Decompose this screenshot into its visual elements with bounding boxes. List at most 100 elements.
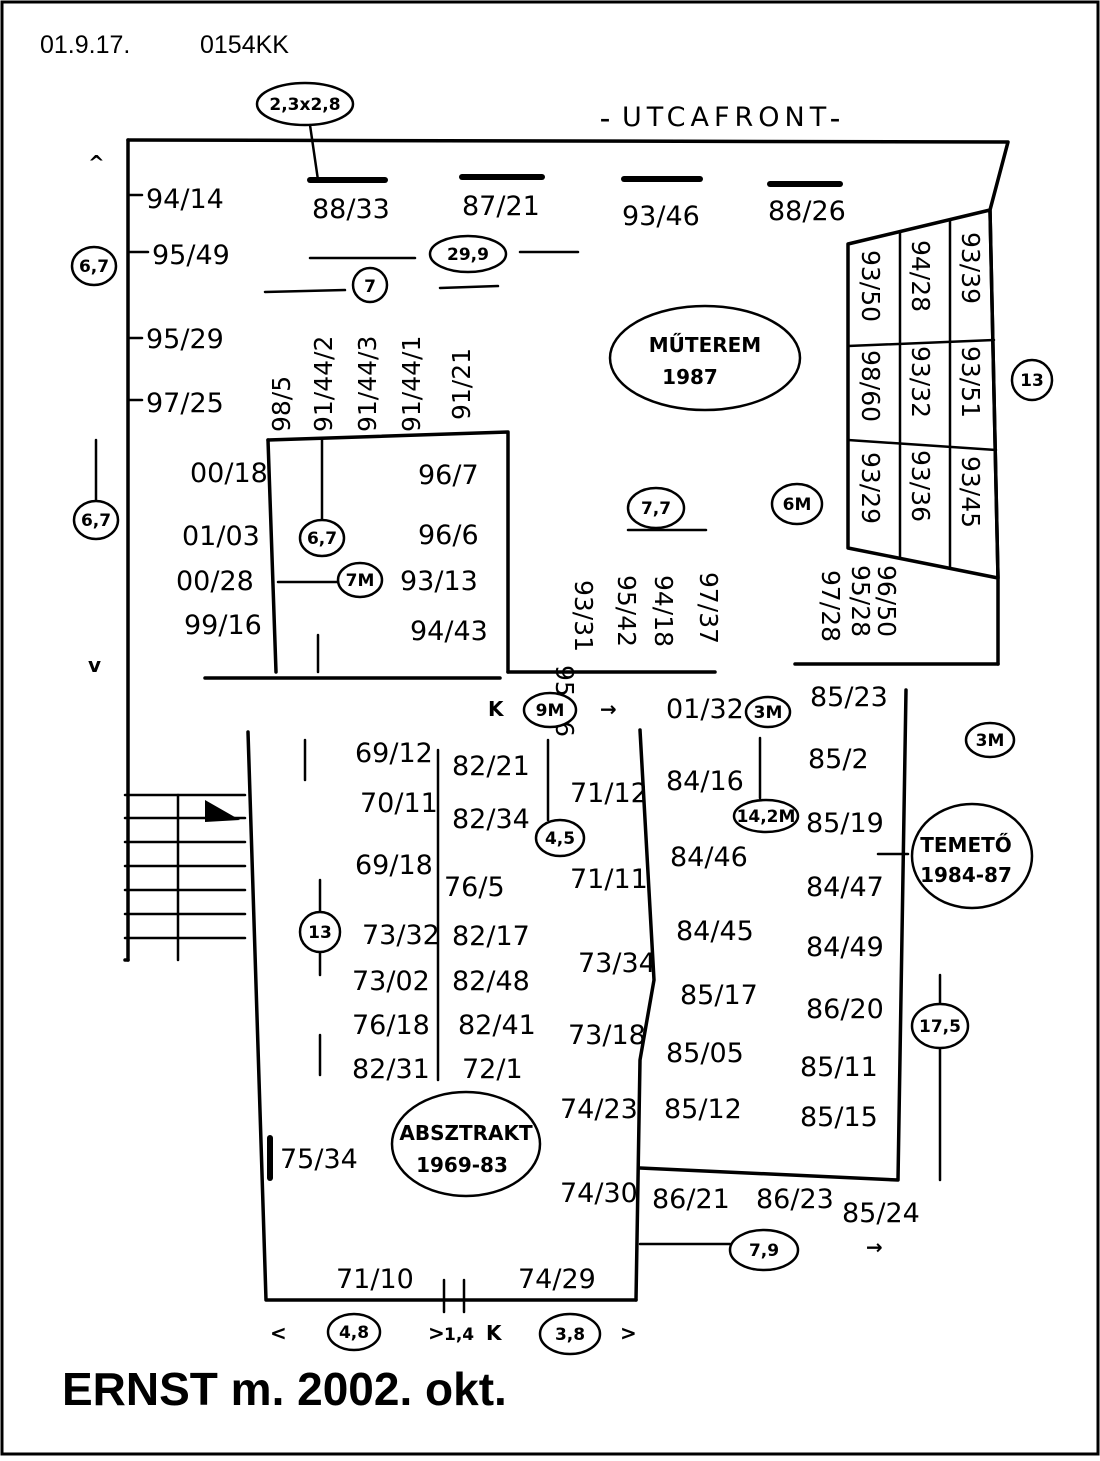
dim-7-label: 7: [364, 277, 376, 297]
dim-3m-circle-b: [964, 721, 1016, 759]
inner-left-label-4: 99/16: [184, 610, 262, 641]
abs-left-label-4: 73/32: [362, 920, 440, 951]
street-label-right-dash: –: [830, 107, 840, 131]
inner-top-label-2: 91/44/2: [309, 336, 338, 432]
absztrakt-years: 1969-83: [416, 1153, 508, 1177]
corridor-label-2: 93/31: [569, 580, 598, 652]
dim-circle-left-top: [70, 245, 118, 287]
dim-3m-circle-a: [744, 695, 792, 729]
dim-175-label: 17,5: [919, 1017, 961, 1037]
absztrakt-title: ABSZTRAKT: [399, 1121, 533, 1145]
front-window-label-1: 88/33: [312, 194, 390, 225]
right-grid-r1c3: 93/39: [956, 232, 985, 304]
dim-6m-label: 6M: [783, 495, 812, 515]
dim-9m-arrow-left: K: [488, 697, 505, 721]
front-window-label-4: 88/26: [768, 196, 846, 227]
dim-79-circle: [728, 1228, 800, 1272]
dim-7-line-left: [263, 288, 347, 294]
dim-79-arrow-right: →: [866, 1235, 883, 1259]
inner-top-label-3: 91/44/3: [353, 336, 382, 432]
left-wall-label-1: 94/14: [146, 184, 224, 215]
dim-175-circle: [910, 1002, 970, 1050]
inner-right-label-3: 93/13: [400, 566, 478, 597]
inner-room-left-wall: [266, 438, 278, 674]
abs-col3-label-4: 73/18: [568, 1020, 646, 1051]
abs-col4-label-4: 85/17: [680, 980, 758, 1011]
mid-label-2: 85/23: [810, 682, 888, 713]
inner-room-top-right-wall: [266, 430, 510, 674]
abs-left-label-1: 69/12: [355, 738, 433, 769]
dim-9m-label: 9M: [536, 701, 565, 721]
lower-middle-wall: [634, 728, 656, 1302]
abs-left-label-6: 76/18: [352, 1010, 430, 1041]
right-grid-row-1: [846, 338, 996, 348]
right-grid-r3c2: 93/36: [906, 450, 935, 522]
left-wall-label-4: 97/25: [146, 388, 224, 419]
right-grid-r1c2: 94/28: [906, 240, 935, 312]
dim-77-label: 7,7: [641, 499, 671, 519]
abs-col4-label-2: 84/46: [670, 842, 748, 873]
right-grid-r3c3: 93/45: [956, 456, 985, 528]
arrow-down-left: v: [88, 653, 101, 677]
abs-left-label-5: 73/02: [352, 966, 430, 997]
abs-col5-label-4: 84/49: [806, 932, 884, 963]
dim-13-left-circle: [298, 910, 342, 954]
corridor-label-3: 95/42: [612, 575, 641, 647]
street-label-left-dash: –: [600, 107, 610, 131]
abs-col5-label-6: 85/11: [800, 1052, 878, 1083]
abs-left-label-7: 82/31: [352, 1054, 430, 1085]
inner-top-label-1: 98/5: [267, 376, 296, 432]
left-lower-label: 75/34: [280, 1144, 358, 1175]
abs-col3-label-6: 74/30: [560, 1178, 638, 1209]
bottom-row-label-2: 86/23: [756, 1184, 834, 1215]
street-label: UTCAFRONT: [622, 102, 831, 133]
dim-48-arrow-left: <: [270, 1321, 287, 1345]
dim-48-circle: [326, 1312, 382, 1352]
inner-7m-circle: [336, 561, 384, 599]
abs-col5-label-1: 85/2: [808, 744, 869, 775]
abs-col3-label-1: 71/12: [570, 778, 648, 809]
right-grid-r2c3: 93/51: [956, 346, 985, 418]
dim-13-left-label: 13: [308, 923, 332, 943]
dim-38-circle: [538, 1312, 602, 1356]
dim-13-right-label: 13: [1020, 371, 1044, 391]
front-window-label-3: 93/46: [622, 201, 700, 232]
temeto-ellipse: [910, 802, 1034, 910]
left-wall-label-2: 95/49: [152, 240, 230, 271]
dim-45-circle: [534, 818, 586, 858]
dim-7-circle: [351, 266, 389, 304]
abs-mid-label-1: 82/21: [452, 751, 530, 782]
dim-77-circle: [626, 486, 686, 530]
inner-right-label-2: 96/6: [418, 520, 479, 551]
abs-left-label-3: 69/18: [355, 850, 433, 881]
left-wall-label-3: 95/29: [146, 324, 224, 355]
abs-mid-label-6: 82/41: [458, 1010, 536, 1041]
abs-col5-label-3: 84/47: [806, 872, 884, 903]
dim-29-label: 29,9: [447, 245, 489, 265]
right-grid-r2c2: 93/32: [906, 346, 935, 418]
dim-38-arrow-right: >: [620, 1321, 637, 1345]
abs-col4-label-6: 85/12: [664, 1094, 742, 1125]
abs-col4-label-3: 84/45: [676, 916, 754, 947]
abs-col3-label-2: 71/11: [570, 864, 648, 895]
dim-142-circle: [732, 798, 800, 834]
right-grid-r3c1: 93/29: [856, 452, 885, 524]
dim-left-mid-label: 6,7: [81, 511, 111, 531]
dim-38-label: 3,8: [555, 1325, 585, 1345]
abs-mid-label-5: 82/48: [452, 966, 530, 997]
front-window-label-2: 87/21: [462, 191, 540, 222]
inner-left-label-3: 00/28: [176, 566, 254, 597]
staircase: [123, 793, 247, 962]
inner-7m-label: 7M: [346, 571, 375, 591]
temeto-title: TEMETŐ: [920, 833, 1012, 857]
dim-142-label: 14,2M: [737, 807, 796, 827]
right-grid-r1c1: 93/50: [856, 250, 885, 322]
abs-col5-label-2: 85/19: [806, 808, 884, 839]
footer-signature: ERNST m. 2002. okt.: [62, 1363, 507, 1415]
header-code: 0154KK: [200, 31, 289, 59]
bottom-wall-label-2: 74/29: [518, 1264, 596, 1295]
abs-col3-label-3: 73/34: [578, 948, 656, 979]
dim-3m-label-a: 3M: [754, 703, 783, 723]
muterem-year: 1987: [662, 365, 718, 389]
